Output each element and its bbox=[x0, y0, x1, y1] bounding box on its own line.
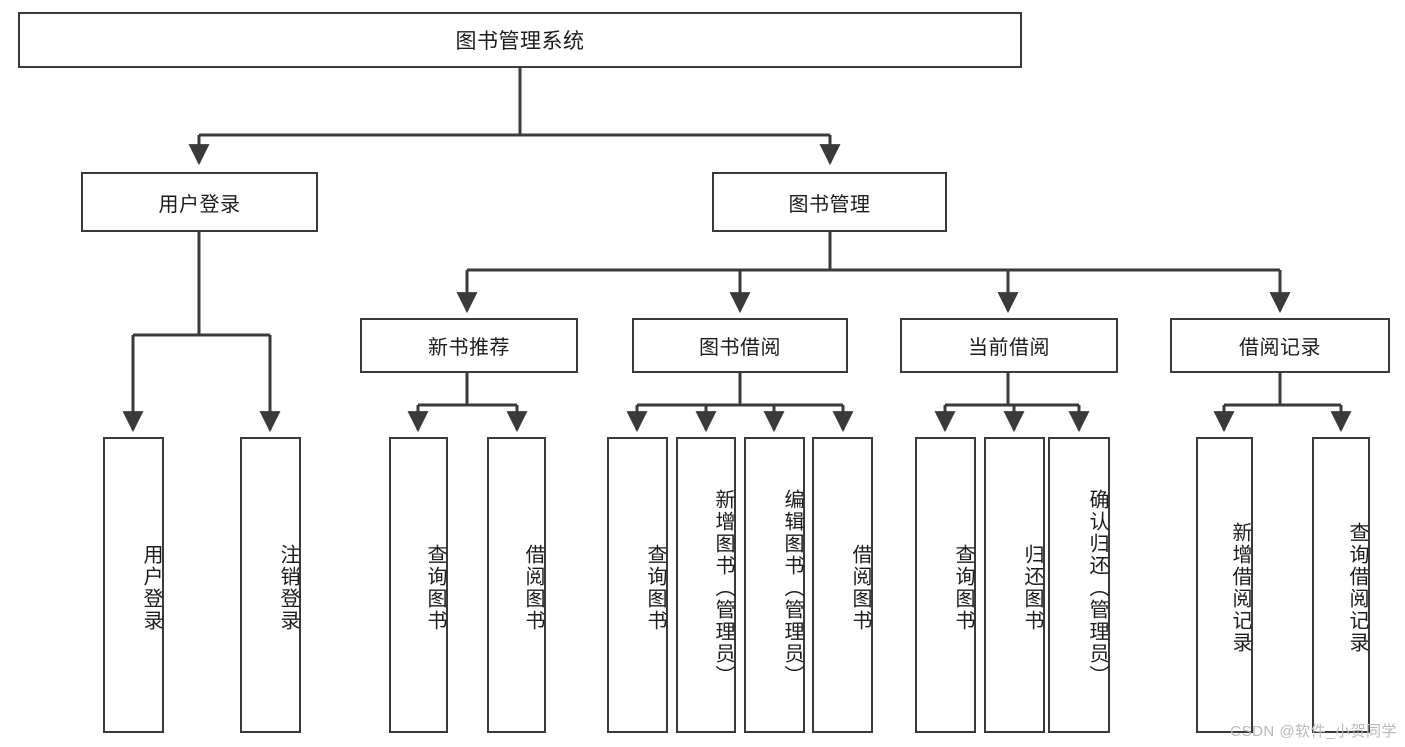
node-label: 查询借阅记录 bbox=[1346, 522, 1368, 654]
node-label: 借阅图书 bbox=[522, 544, 544, 632]
node-label: 新书推荐 bbox=[428, 337, 510, 359]
node-label: 当前借阅 bbox=[968, 337, 1050, 359]
node-label: 归还图书 bbox=[1021, 544, 1043, 632]
leaf-record-add-borrow-record[interactable]: 新增借阅记录 bbox=[1196, 437, 1253, 733]
node-label: 新增图书（管理员） bbox=[712, 489, 734, 687]
leaf-recommend-query-book[interactable]: 查询图书 bbox=[389, 437, 448, 733]
node-label: 编辑图书（管理员） bbox=[781, 489, 803, 687]
node-borrow-record[interactable]: 借阅记录 bbox=[1170, 318, 1390, 373]
leaf-borrow-add-book-admin[interactable]: 新增图书（管理员） bbox=[676, 437, 736, 733]
node-label: 查询图书 bbox=[644, 544, 666, 632]
node-label: 图书借阅 bbox=[699, 337, 781, 359]
node-label: 用户登录 bbox=[158, 193, 241, 216]
leaf-recommend-borrow-book[interactable]: 借阅图书 bbox=[487, 437, 546, 733]
node-label: 查询图书 bbox=[424, 544, 446, 632]
leaf-user-logout[interactable]: 注销登录 bbox=[240, 437, 301, 733]
node-new-book-recommend[interactable]: 新书推荐 bbox=[360, 318, 578, 373]
node-current-borrow[interactable]: 当前借阅 bbox=[900, 318, 1118, 373]
leaf-current-return-book[interactable]: 归还图书 bbox=[984, 437, 1045, 733]
node-label: 图书管理系统 bbox=[455, 30, 585, 53]
node-label: 新增借阅记录 bbox=[1229, 522, 1251, 654]
node-root-system[interactable]: 图书管理系统 bbox=[18, 12, 1022, 68]
node-label: 借阅图书 bbox=[849, 544, 871, 632]
csdn-watermark: CSDN @软件_小贺同学 bbox=[1230, 723, 1397, 740]
leaf-current-confirm-return-admin[interactable]: 确认归还（管理员） bbox=[1048, 437, 1110, 733]
node-label: 用户登录 bbox=[140, 544, 162, 632]
leaf-borrow-query-book[interactable]: 查询图书 bbox=[607, 437, 668, 733]
leaf-borrow-edit-book-admin[interactable]: 编辑图书（管理员） bbox=[744, 437, 805, 733]
node-book-borrow[interactable]: 图书借阅 bbox=[632, 318, 848, 373]
node-book-management[interactable]: 图书管理 bbox=[712, 172, 947, 232]
leaf-current-query-book[interactable]: 查询图书 bbox=[915, 437, 976, 733]
node-label: 图书管理 bbox=[788, 193, 871, 216]
node-label: 确认归还（管理员） bbox=[1086, 489, 1108, 687]
node-label: 查询图书 bbox=[952, 544, 974, 632]
leaf-user-login[interactable]: 用户登录 bbox=[103, 437, 164, 733]
leaf-borrow-borrow-book[interactable]: 借阅图书 bbox=[812, 437, 873, 733]
node-label: 借阅记录 bbox=[1239, 337, 1321, 359]
node-label: 注销登录 bbox=[277, 544, 299, 632]
node-user-login[interactable]: 用户登录 bbox=[81, 172, 318, 232]
leaf-record-query-borrow-record[interactable]: 查询借阅记录 bbox=[1312, 437, 1370, 733]
